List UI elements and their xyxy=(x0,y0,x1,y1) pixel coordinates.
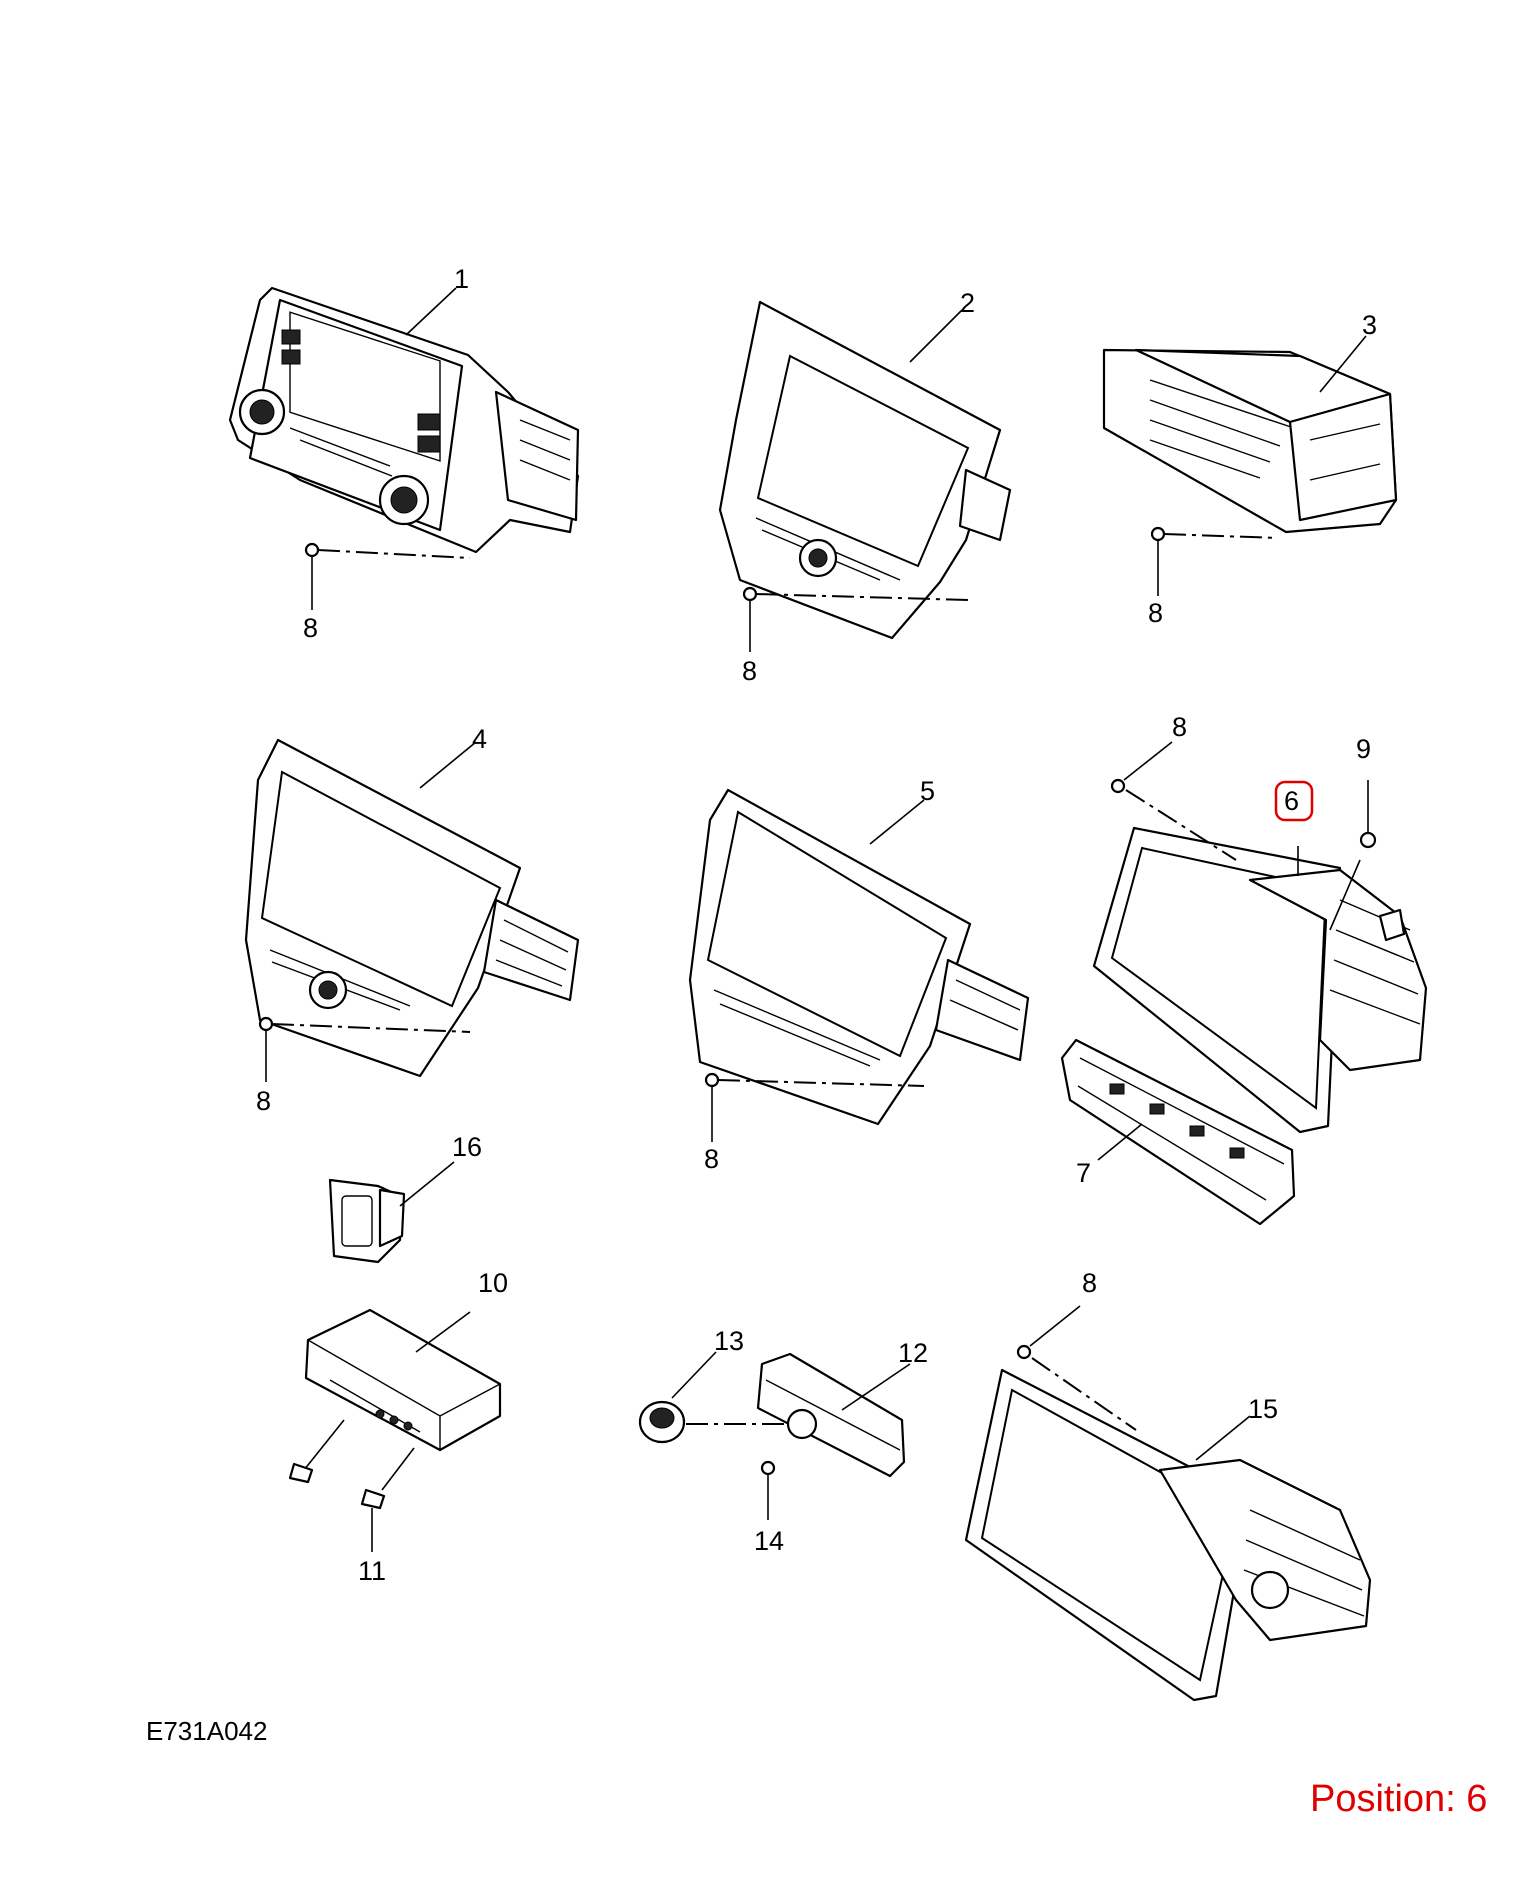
callout-2: 2 xyxy=(960,288,975,318)
callout-4: 4 xyxy=(472,724,487,754)
bolt-part10-a[interactable] xyxy=(288,1419,345,1484)
screw-8-part1[interactable]: 8 xyxy=(303,542,471,643)
callout-1: 1 xyxy=(454,264,469,294)
screw-8-part3[interactable]: 8 xyxy=(1148,526,1279,628)
callout-12: 12 xyxy=(898,1338,928,1368)
callout-8-e: 8 xyxy=(704,1144,719,1174)
bolt-11[interactable]: 11 xyxy=(358,1447,415,1586)
callout-14: 14 xyxy=(754,1526,784,1556)
callout-3: 3 xyxy=(1362,310,1377,340)
part-16-switch[interactable]: 16 xyxy=(328,1132,482,1264)
callout-9: 9 xyxy=(1356,734,1371,764)
part-6-display-assembly[interactable]: 6 xyxy=(1092,780,1428,1134)
callout-13: 13 xyxy=(714,1326,744,1356)
screw-9-part6[interactable]: 9 xyxy=(1329,734,1377,931)
callout-16: 16 xyxy=(452,1132,482,1162)
part-12-button-panel[interactable]: 12 xyxy=(756,1338,928,1478)
position-label: Position: 6 xyxy=(1310,1778,1488,1820)
part-15-display-assembly[interactable]: 15 xyxy=(964,1368,1372,1702)
part-1-radio-unit[interactable]: 1 xyxy=(228,264,580,554)
part-3-chassis[interactable]: 3 xyxy=(1102,310,1398,534)
part-2-display-unit[interactable]: 2 xyxy=(718,288,1012,640)
screw-8-part6[interactable]: 8 xyxy=(1110,712,1237,861)
callout-8-g: 8 xyxy=(1082,1268,1097,1298)
screw-8-part15[interactable]: 8 xyxy=(1016,1268,1137,1431)
callout-10: 10 xyxy=(478,1268,508,1298)
part-5-display-unit[interactable]: 5 xyxy=(688,776,1030,1126)
callout-8-c: 8 xyxy=(1148,598,1163,628)
screw-14[interactable]: 14 xyxy=(754,1460,784,1556)
callout-8-b: 8 xyxy=(742,656,757,686)
callout-8-d: 8 xyxy=(256,1086,271,1116)
callout-5: 5 xyxy=(920,776,935,806)
screw-8-part5[interactable]: 8 xyxy=(704,1072,925,1174)
callout-6: 6 xyxy=(1284,786,1299,816)
figure-code: E731A042 xyxy=(146,1716,268,1746)
part-7-control-panel[interactable]: 7 xyxy=(1060,1038,1296,1226)
screw-8-part2[interactable]: 8 xyxy=(742,586,969,686)
callout-11: 11 xyxy=(358,1556,386,1586)
callout-15: 15 xyxy=(1248,1394,1278,1424)
position-highlight-box xyxy=(1274,780,1314,822)
part-13-knob[interactable]: 13 xyxy=(638,1326,790,1444)
callout-7: 7 xyxy=(1076,1158,1091,1188)
screw-8-part4[interactable]: 8 xyxy=(256,1016,471,1116)
callout-8-f: 8 xyxy=(1172,712,1187,742)
part-10-module[interactable]: 10 xyxy=(304,1268,508,1452)
callout-8-a: 8 xyxy=(303,613,318,643)
part-4-display-unit[interactable]: 4 xyxy=(244,724,580,1078)
